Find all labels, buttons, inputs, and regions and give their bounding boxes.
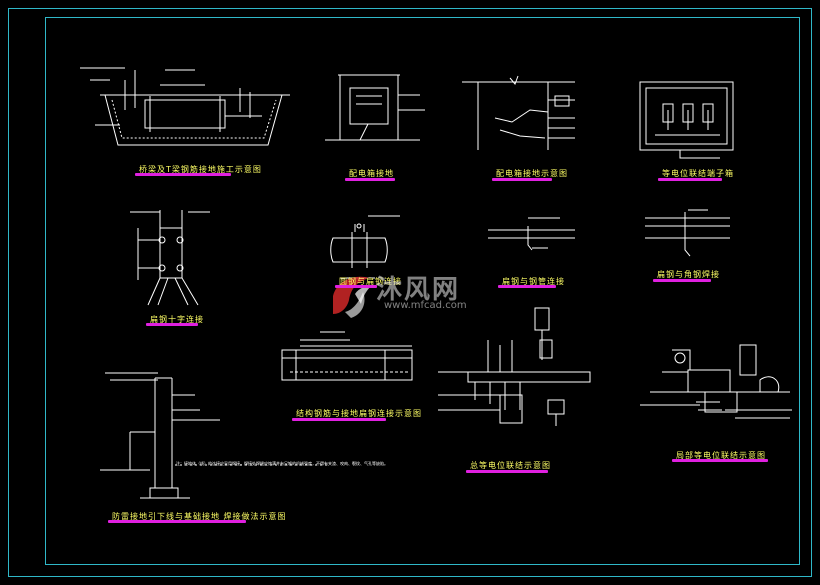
caption-underline [335,285,377,288]
drawing-note: 注：接地体（线）的连接应采用焊接，焊接处焊缝应饱满并有足够的机械强度，不得有夹渣… [176,461,388,466]
watermark-url: www.mfcad.com [384,300,467,311]
caption-cross-connection: 扁钢十字连接 [150,315,204,324]
detail-flat-angle [645,209,730,257]
caption-bridge-grounding: 桥梁及T梁钢筋接地施工示意图 [139,165,262,174]
caption-underline [146,323,198,326]
detail-box-grounding [325,74,425,141]
caption-underline [108,520,246,523]
caption-underline [345,178,395,181]
detail-terminal-box [639,81,734,159]
drawing-outer-border [8,8,812,577]
detail-flat-pipe [488,217,575,251]
caption-panel-grounding: 配电箱接地示意图 [496,169,568,178]
caption-underline [292,418,386,421]
watermark-title: 沐风网 [376,275,461,305]
caption-underline [658,178,722,181]
detail-total-equipotential [438,307,591,426]
caption-round-flat: 圆钢与扁钢连接 [339,277,402,286]
detail-down-conductor [100,372,330,499]
detail-structural-steel [281,331,413,381]
detail-cross-connection [130,210,210,306]
caption-underline [466,470,548,473]
drawing-inner-border [45,17,800,565]
caption-underline [672,459,768,462]
caption-flat-angle: 扁钢与角钢焊接 [657,270,720,279]
caption-down-conductor: 防雷接地引下线与基础接地 焊接做法示意图 [112,512,287,521]
caption-total-equipotential: 总等电位联结示意图 [470,461,551,470]
caption-box-grounding: 配电箱接地 [349,169,394,178]
caption-underline [498,285,556,288]
caption-underline [653,279,711,282]
caption-local-equipotential: 局部等电位联结示意图 [676,451,766,460]
detail-panel-grounding [462,75,575,150]
caption-terminal-box: 等电位联结端子箱 [662,169,734,178]
detail-round-flat [330,215,400,279]
detail-bridge-section [80,67,290,146]
caption-underline [135,173,231,176]
caption-flat-pipe: 扁钢与钢管连接 [502,277,565,286]
detail-local-equipotential [640,344,792,419]
caption-underline [492,178,552,181]
caption-structural-steel: 结构钢筋与接地扁钢连接示意图 [296,409,422,418]
